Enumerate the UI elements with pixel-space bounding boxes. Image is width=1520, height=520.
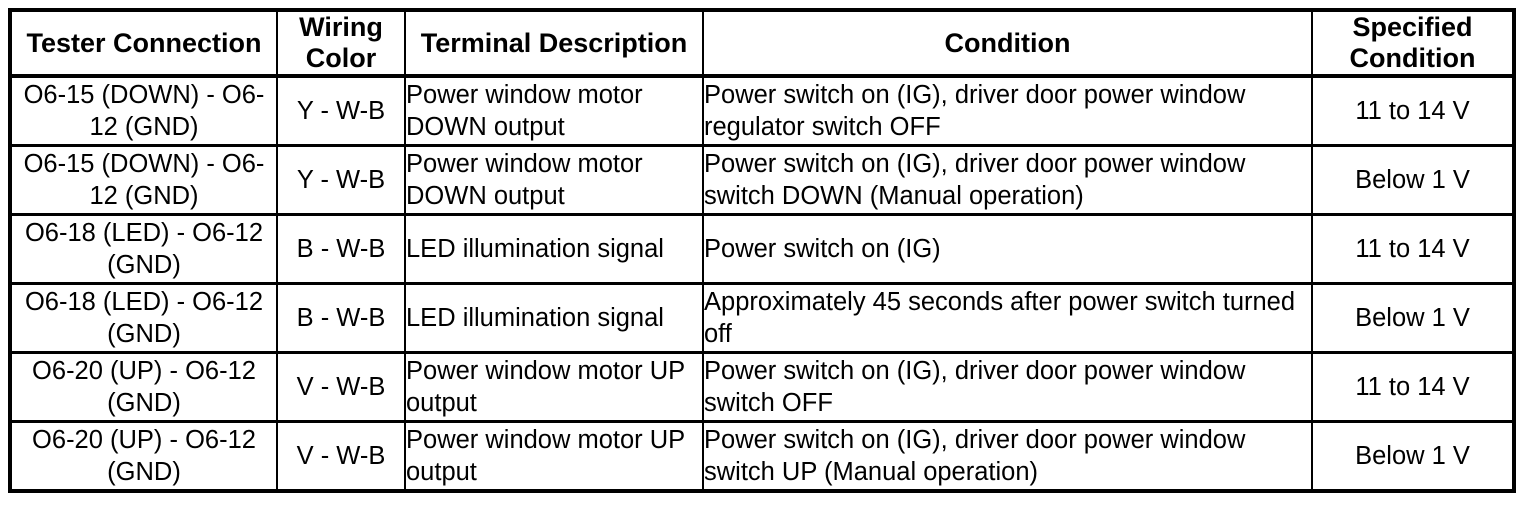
cell-specified-condition: 11 to 14 V	[1311, 74, 1515, 147]
cell-wiring-color: V - W-B	[276, 420, 406, 493]
cell-condition: Power switch on (IG), driver door power …	[702, 144, 1313, 216]
cell-terminal-description: Power window motor DOWN output	[404, 144, 704, 216]
cell-terminal-description: Power window motor DOWN output	[404, 74, 704, 147]
terminal-spec-table: Tester Connection Wiring Color Terminal …	[8, 8, 1516, 493]
cell-tester-connection: O6-20 (UP) - O6-12 (GND)	[9, 420, 278, 493]
header-terminal-description: Terminal Description	[404, 9, 704, 78]
cell-specified-condition: 11 to 14 V	[1311, 351, 1515, 423]
table-row: O6-20 (UP) - O6-12 (GND) V - W-B Power w…	[9, 351, 1515, 423]
table-row: O6-20 (UP) - O6-12 (GND) V - W-B Power w…	[9, 420, 1515, 493]
cell-wiring-color: Y - W-B	[276, 144, 406, 216]
cell-wiring-color: B - W-B	[276, 282, 406, 354]
cell-tester-connection: O6-18 (LED) - O6-12 (GND)	[9, 213, 278, 285]
cell-terminal-description: Power window motor UP output	[404, 420, 704, 493]
cell-wiring-color: V - W-B	[276, 351, 406, 423]
cell-condition: Power switch on (IG), driver door power …	[702, 420, 1313, 493]
cell-condition: Power switch on (IG)	[702, 213, 1313, 285]
cell-wiring-color: Y - W-B	[276, 74, 406, 147]
table-row: O6-15 (DOWN) - O6-12 (GND) Y - W-B Power…	[9, 144, 1515, 216]
header-specified-condition: Specified Condition	[1311, 9, 1515, 78]
cell-tester-connection: O6-15 (DOWN) - O6-12 (GND)	[9, 74, 278, 147]
table-row: O6-18 (LED) - O6-12 (GND) B - W-B LED il…	[9, 213, 1515, 285]
table-row: O6-15 (DOWN) - O6-12 (GND) Y - W-B Power…	[9, 74, 1515, 147]
header-condition: Condition	[702, 9, 1313, 78]
table-row: O6-18 (LED) - O6-12 (GND) B - W-B LED il…	[9, 282, 1515, 354]
header-tester-connection: Tester Connection	[9, 9, 278, 78]
cell-tester-connection: O6-15 (DOWN) - O6-12 (GND)	[9, 144, 278, 216]
cell-specified-condition: 11 to 14 V	[1311, 213, 1515, 285]
header-row: Tester Connection Wiring Color Terminal …	[9, 9, 1515, 78]
cell-condition: Power switch on (IG), driver door power …	[702, 351, 1313, 423]
cell-terminal-description: LED illumination signal	[404, 213, 704, 285]
cell-terminal-description: Power window motor UP output	[404, 351, 704, 423]
cell-terminal-description: LED illumination signal	[404, 282, 704, 354]
cell-condition: Power switch on (IG), driver door power …	[702, 74, 1313, 147]
cell-specified-condition: Below 1 V	[1311, 282, 1515, 354]
cell-specified-condition: Below 1 V	[1311, 420, 1515, 493]
cell-condition: Approximately 45 seconds after power swi…	[702, 282, 1313, 354]
cell-tester-connection: O6-18 (LED) - O6-12 (GND)	[9, 282, 278, 354]
cell-tester-connection: O6-20 (UP) - O6-12 (GND)	[9, 351, 278, 423]
header-wiring-color: Wiring Color	[276, 9, 406, 78]
cell-specified-condition: Below 1 V	[1311, 144, 1515, 216]
cell-wiring-color: B - W-B	[276, 213, 406, 285]
